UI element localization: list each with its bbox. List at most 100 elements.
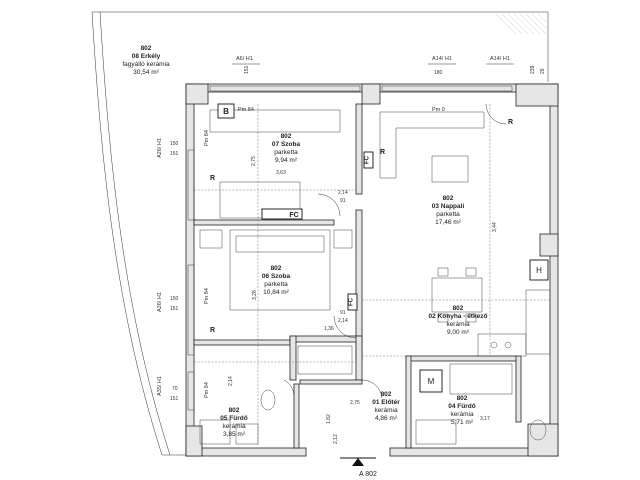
- svg-text:4,86 m²: 4,86 m²: [375, 415, 398, 422]
- dim-left-4: 151: [170, 306, 179, 312]
- pm-zero: Pm 0: [432, 107, 445, 113]
- dim-inner-10: 3,17: [480, 416, 490, 422]
- label-m-box: [419, 369, 443, 393]
- axis-left-1: A26/ H1: [157, 138, 163, 158]
- label-h: H: [536, 266, 542, 275]
- svg-text:parketta: parketta: [264, 281, 288, 288]
- dim-left-5: 70: [172, 386, 178, 392]
- axis-left-2: A26/ H1: [157, 292, 163, 312]
- bed-room-07: [209, 109, 341, 219]
- svg-text:802: 802: [271, 265, 282, 272]
- dim-inner-6: 3,28: [252, 290, 258, 300]
- fc-box-3: [347, 293, 358, 311]
- r-label-3: R: [210, 327, 215, 334]
- svg-text:07 Szoba: 07 Szoba: [272, 141, 301, 148]
- room-label-04: 802 04 Fürdő kerámia 5,71 m²: [448, 395, 475, 426]
- svg-text:kerámia: kerámia: [450, 411, 474, 418]
- svg-text:03 Nappali: 03 Nappali: [432, 203, 465, 210]
- svg-text:17,46 m²: 17,46 m²: [435, 219, 461, 226]
- dim-top-29: 29: [540, 68, 546, 74]
- label-b: B: [223, 107, 229, 116]
- dim-inner-12: 2,14: [228, 376, 234, 386]
- dim-inner-2: 3,63: [276, 170, 286, 176]
- dim-inner-8: 1,36: [324, 326, 334, 332]
- fc-label-1: FC: [365, 155, 371, 164]
- dim-left-1: 150: [170, 141, 179, 147]
- kitchen-counter: [477, 289, 551, 357]
- fc-label-3: FC: [349, 297, 355, 306]
- svg-text:9,00 m²: 9,00 m²: [447, 329, 470, 336]
- svg-text:kerámia: kerámia: [222, 423, 246, 430]
- left-windows: [187, 85, 513, 411]
- hall-wardrobe: [297, 345, 353, 375]
- pm-left-3: Pm 84: [204, 382, 210, 398]
- entrance-label: A 802: [359, 471, 377, 478]
- dim-inner-13: 1,82: [326, 414, 332, 424]
- axis-top-3: A14/ H1: [490, 56, 510, 62]
- svg-text:802: 802: [443, 195, 454, 202]
- dim-inner-4: 91: [340, 198, 346, 204]
- axis-left-3: A35/ H1: [157, 376, 163, 396]
- r-label-2: R: [210, 175, 215, 182]
- room-label-02: 802 02 Konyha - étkező kerámia 9,00 m²: [429, 305, 488, 336]
- r-label-1: R: [508, 119, 513, 126]
- room-label-06: 802 06 Szoba parketta 10,84 m²: [262, 265, 291, 296]
- dim-top-180: 180: [434, 70, 443, 76]
- svg-text:5,71 m²: 5,71 m²: [451, 419, 474, 426]
- dim-inner-3: 2,14: [338, 190, 348, 196]
- fc-box-2: [261, 208, 303, 220]
- svg-text:06 Szoba: 06 Szoba: [262, 273, 291, 280]
- dim-inner-1: 2,75: [251, 156, 257, 166]
- dim-top-151: 151: [244, 65, 250, 74]
- pm-left-1: Pm 84: [204, 130, 210, 146]
- r-label-4: R: [380, 149, 385, 156]
- bathroom-04-fixtures: [415, 363, 547, 445]
- svg-text:02 Konyha - étkező: 02 Konyha - étkező: [429, 313, 488, 320]
- svg-text:9,94 m²: 9,94 m²: [275, 157, 298, 164]
- dashed-guides: [194, 104, 550, 445]
- dining-table: [431, 267, 483, 323]
- dim-inner-7: 3,44: [492, 222, 498, 232]
- svg-text:kerámia: kerámia: [374, 407, 398, 414]
- svg-text:01 Előtér: 01 Előtér: [372, 399, 400, 406]
- dim-left-3: 150: [170, 296, 179, 302]
- svg-text:802: 802: [281, 133, 292, 140]
- fc-box-1: [363, 151, 374, 169]
- svg-text:802: 802: [141, 45, 152, 52]
- interior-walls: [193, 103, 522, 449]
- structural-columns: [185, 83, 559, 457]
- dim-inner-14: 2,12: [333, 434, 339, 444]
- fc-label-2: FC: [289, 212, 298, 219]
- axis-top-2: A14/ H1: [432, 56, 452, 62]
- dim-left-6: 151: [170, 396, 179, 402]
- axis-top-1: A6/ H1: [236, 56, 253, 62]
- room-label-01: 802 01 Előtér kerámia 4,86 m²: [372, 391, 400, 422]
- dim-inner-11: 91: [340, 310, 346, 316]
- svg-text:parketta: parketta: [274, 149, 298, 156]
- door-swings: [283, 103, 507, 399]
- dim-top-239: 239: [530, 65, 536, 74]
- balcony-hatching: [495, 13, 547, 35]
- svg-text:05 Fürdő: 05 Fürdő: [220, 415, 247, 422]
- svg-text:3,85 m²: 3,85 m²: [223, 431, 246, 438]
- svg-text:802: 802: [457, 395, 468, 402]
- dim-inner-9: 2,75: [350, 400, 360, 406]
- room-label-08: 802 08 Erkély fagyálló kerámia 30,54 m²: [122, 45, 170, 76]
- bathroom-05-fixtures: [199, 389, 276, 445]
- pm-top: Pm 84: [238, 107, 254, 113]
- dim-left-2: 151: [170, 151, 179, 157]
- dim-inner-5: 2,14: [338, 318, 348, 324]
- svg-text:kerámia: kerámia: [446, 321, 470, 328]
- svg-text:30,54 m²: 30,54 m²: [133, 69, 159, 76]
- room-label-03: 802 03 Nappali parketta 17,46 m²: [432, 195, 465, 226]
- bed-room-06: [199, 229, 353, 311]
- svg-text:04 Fürdő: 04 Fürdő: [448, 403, 475, 410]
- svg-text:parketta: parketta: [436, 211, 460, 218]
- entrance-arrow: [340, 457, 376, 466]
- label-m: M: [428, 377, 435, 386]
- svg-text:10,84 m²: 10,84 m²: [263, 289, 289, 296]
- label-h-box: [529, 259, 549, 281]
- svg-text:fagyálló kerámia: fagyálló kerámia: [122, 61, 170, 68]
- svg-text:802: 802: [381, 391, 392, 398]
